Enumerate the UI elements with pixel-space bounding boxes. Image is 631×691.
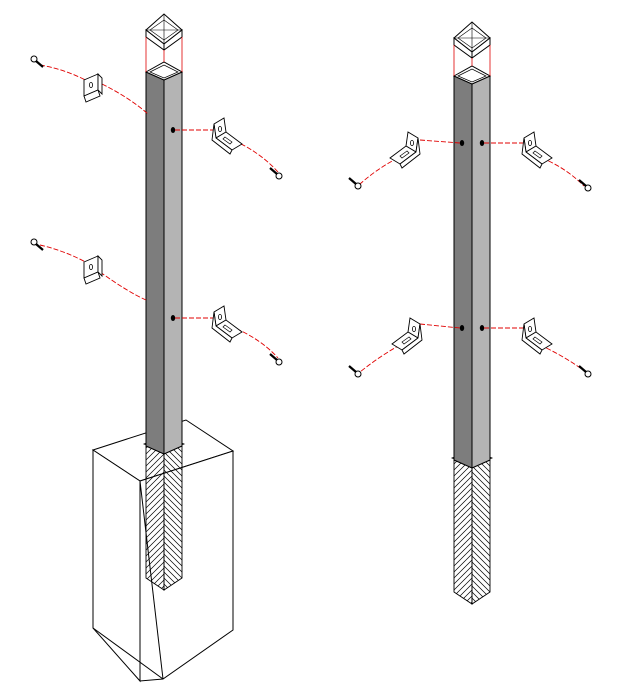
l-bracket — [211, 305, 243, 343]
l-bracket — [521, 131, 553, 169]
lag-screw — [29, 237, 45, 252]
concrete-footing-assembly — [29, 13, 284, 683]
post-cap — [145, 13, 183, 51]
l-bracket — [211, 117, 243, 155]
post-cap — [453, 21, 491, 59]
buried-post-end — [450, 449, 494, 605]
lag-screw — [577, 364, 593, 379]
l-bracket — [83, 73, 103, 103]
embedded-post-end — [142, 435, 186, 591]
lag-screw — [268, 352, 284, 367]
square-post — [144, 61, 184, 455]
cap-alignment-lines — [453, 45, 491, 76]
square-post — [452, 65, 492, 469]
direct-burial-assembly — [347, 21, 593, 605]
l-bracket — [391, 317, 423, 355]
cap-alignment-lines — [145, 37, 183, 72]
lag-screw — [577, 178, 593, 193]
lag-screw — [29, 54, 45, 69]
lag-screw — [347, 176, 363, 191]
lag-screw — [347, 364, 363, 379]
l-bracket — [83, 255, 103, 285]
l-bracket — [389, 131, 421, 169]
